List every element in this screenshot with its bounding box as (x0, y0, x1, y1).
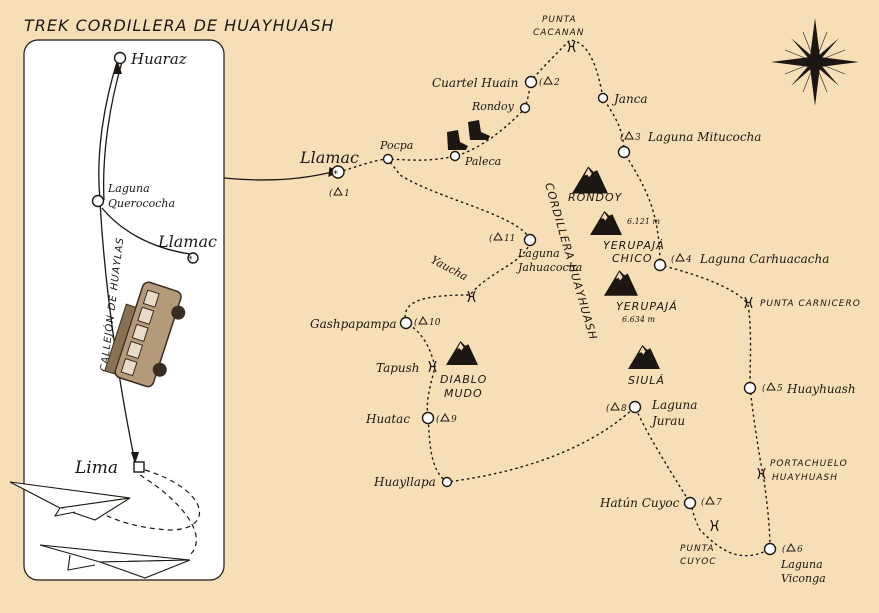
pass-cacanan-1: PUNTA (542, 15, 577, 25)
camp-number-11: 11 (504, 234, 515, 244)
svg-text:(: ( (782, 544, 786, 555)
svg-text:(: ( (671, 254, 675, 265)
inset-querococha-label-1: Laguna (107, 182, 150, 195)
svg-text:(: ( (436, 414, 440, 425)
peak-diablo-mudo-1: DIABLO (440, 373, 487, 386)
peak-yerupaja-chico-alt: 6.121 m (627, 217, 660, 226)
map-title: TREK CORDILLERA DE HUAYHUASH (24, 16, 334, 35)
camp-number-3: 3 (635, 133, 641, 143)
svg-text:(: ( (329, 188, 333, 199)
peak-diablo-mudo-2: MUDO (444, 387, 483, 400)
svg-text:(: ( (701, 497, 705, 508)
place-markers (382, 75, 777, 556)
place-tapush: Tapush (376, 361, 420, 375)
place-jurau-2: Jurau (649, 414, 685, 428)
svg-text:(: ( (489, 233, 493, 244)
pass-carnicero: PUNTA CARNICERO (760, 299, 861, 309)
svg-text:(: ( (620, 132, 624, 143)
place-viconga-2: Viconga (781, 572, 826, 585)
trek-route (337, 39, 771, 557)
place-carhuacacha: Laguna Carhuacacha (699, 252, 829, 266)
camp-tent-icon (333, 75, 796, 552)
place-hatun-cuyoc: Hatún Cuyoc (599, 496, 680, 510)
peak-yerupaja: YERUPAJÁ (616, 300, 678, 313)
camp-number-4: 4 (685, 255, 692, 265)
place-viconga-1: Laguna (780, 558, 823, 571)
svg-text:(: ( (414, 317, 418, 328)
pass-yaucha: Yaucha (429, 253, 470, 283)
peak-rondoy: RONDOY (568, 191, 623, 204)
camp-number-7: 7 (716, 498, 722, 508)
place-huayhuash: Huayhuash (786, 382, 856, 396)
inset-querococha-label-2: Querococha (108, 197, 175, 210)
llamac-label: Llamac (299, 148, 359, 167)
camp-numbers: ( 1 ( 2 ( 3 ( 4 ( 5 ( 6 ( 7 ( 8 ( 9 ( 10… (329, 77, 803, 555)
place-jurau-1: Laguna (651, 398, 697, 412)
llamac-star-icon: * (333, 169, 338, 180)
place-jahuacocha-1: Laguna (517, 247, 560, 260)
camp-number-8: 8 (621, 404, 627, 414)
inset-llamac-label: Llamac (157, 232, 217, 251)
place-jahuacocha-2: Jahuacocha (516, 261, 582, 274)
pass-cacanan-2: CACANAN (533, 28, 585, 38)
pass-cuyoc-2: CUYOC (680, 557, 717, 567)
llamac-marker (331, 165, 345, 179)
flight-paths (89, 469, 200, 556)
inset-llamac-star-icon: * (188, 255, 193, 265)
querococha-marker (91, 194, 105, 208)
inset-roads (98, 61, 340, 464)
peak-yerupaja-alt: 6.634 m (622, 315, 655, 324)
pass-marker-icon (428, 41, 766, 531)
place-huatac: Huatac (365, 412, 410, 426)
place-rondoy-village: Rondoy (471, 100, 515, 113)
peak-siula: SIULÁ (628, 374, 665, 387)
boots-icon (447, 120, 490, 150)
svg-text:(: ( (762, 383, 766, 394)
paper-plane-icon (9, 481, 191, 579)
camp-number-2: 2 (553, 78, 560, 88)
inset-huaraz-label: Huaraz (130, 50, 187, 68)
pass-portachuelo-1: PORTACHUELO (770, 459, 848, 469)
huaraz-marker (113, 51, 127, 65)
place-gashpapampa: Gashpapampa (310, 317, 397, 331)
camp-number-6: 6 (797, 545, 803, 555)
peak-yerupaja-chico-1: YERUPAJÁ (603, 239, 665, 252)
place-paleca: Paleca (464, 155, 501, 168)
place-janca: Janca (611, 92, 648, 106)
place-cuartel-huain: Cuartel Huain (432, 76, 518, 90)
pass-portachuelo-2: HUAYHUASH (772, 473, 838, 483)
camp-number-10: 10 (429, 318, 441, 328)
camp-number-1: 1 (344, 189, 350, 199)
peak-yerupaja-chico-2: CHICO (612, 252, 653, 265)
camp-number-5: 5 (777, 384, 783, 394)
camp-number-9: 9 (451, 415, 457, 425)
bus-icon (104, 281, 186, 388)
compass-rose-icon (771, 18, 859, 106)
svg-text:(: ( (606, 403, 610, 414)
place-mitucocha: Laguna Mitucocha (647, 130, 761, 144)
pass-cuyoc-1: PUNTA (680, 544, 715, 554)
svg-text:(: ( (539, 77, 543, 88)
place-pocpa: Pocpa (379, 139, 413, 152)
inset-lima-label: Lima (74, 458, 118, 478)
inset-llamac-marker (187, 252, 199, 264)
lima-marker (133, 461, 145, 473)
place-huayllapa: Huayllapa (373, 475, 436, 489)
